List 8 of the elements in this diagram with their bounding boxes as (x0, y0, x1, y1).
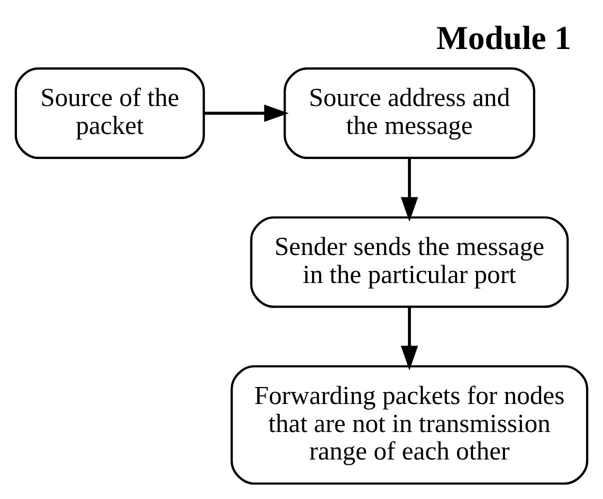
diagram-title: Module 1 (436, 19, 572, 56)
node-box: Source address and the message (284, 66, 536, 158)
arrow (400, 306, 418, 370)
node-box: Forwarding packets for nodes that are not in transmission range of each other (230, 364, 588, 484)
arrow (204, 104, 289, 122)
arrow (400, 158, 418, 222)
node-box: Sender sends the message in the particular port (250, 216, 569, 308)
node-box: Source of the packet (14, 66, 205, 158)
